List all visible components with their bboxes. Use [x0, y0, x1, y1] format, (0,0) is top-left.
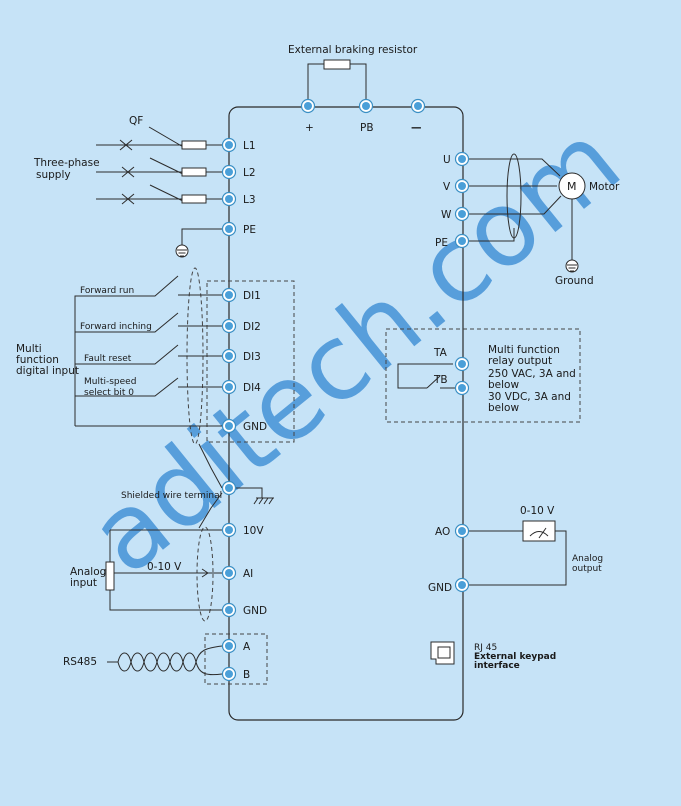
chassis-ground-icon: [253, 497, 274, 505]
terminal-tb: [454, 380, 470, 396]
relay-text-2: relay output: [488, 355, 552, 367]
forward-run-label: Forward run: [80, 286, 134, 296]
terminal-l2: [221, 164, 237, 180]
tb-label: TB: [433, 374, 448, 386]
drive-outline: [228, 106, 464, 721]
terminal-plus: [300, 98, 316, 114]
di4-label: DI4: [243, 382, 261, 394]
rs485-label: RS485: [63, 656, 97, 668]
three-phase-label-2: supply: [36, 169, 71, 181]
terminal-w: [454, 206, 470, 222]
terminal-minus: [410, 98, 426, 114]
terminal-b: [221, 666, 237, 682]
terminal-gnd-right: [454, 577, 470, 593]
braking-resistor-label: External braking resistor: [288, 44, 418, 56]
l3-label: L3: [243, 194, 256, 206]
rj45-port-icon: [430, 641, 455, 665]
terminal-di1: [221, 287, 237, 303]
analog-output-label-2: output: [572, 564, 602, 574]
pe-left-label: PE: [243, 224, 256, 236]
terminal-pe-left: [221, 221, 237, 237]
terminal-u: [454, 151, 470, 167]
di3-label: DI3: [243, 351, 261, 363]
a-label: A: [243, 641, 251, 653]
rj45-label-3: interface: [474, 661, 520, 671]
pe-right-label: PE: [435, 237, 448, 249]
plus-label: +: [305, 122, 314, 134]
terminal-ai: [221, 565, 237, 581]
analog-output-label-1: Analog: [572, 554, 603, 564]
motor-ground-icon: [565, 259, 579, 273]
analog-input-label-2: input: [70, 577, 97, 589]
digital-input-label-2: function: [16, 354, 59, 366]
zero-ten-left-label: 0-10 V: [147, 561, 182, 573]
rj45-label-1: RJ 45: [474, 643, 497, 653]
fault-reset-label: Fault reset: [84, 354, 132, 364]
w-label: W: [441, 209, 452, 221]
terminal-shield: [221, 480, 237, 496]
terminal-gnd2: [221, 602, 237, 618]
zero-ten-right-label: 0-10 V: [520, 505, 555, 517]
terminal-pb: [358, 98, 374, 114]
u-label: U: [443, 154, 451, 166]
ground-icon: [175, 244, 189, 258]
gnd2-label: GND: [243, 605, 267, 617]
multi-speed-label-2: select bit 0: [84, 388, 134, 398]
pb-label: PB: [360, 122, 374, 134]
terminals: [221, 98, 470, 682]
relay-text-6: below: [488, 402, 519, 414]
terminal-10v: [221, 522, 237, 538]
terminal-di4: [221, 379, 237, 395]
terminal-a: [221, 638, 237, 654]
l2-label: L2: [243, 167, 256, 179]
forward-inching-label: Forward inching: [80, 322, 152, 332]
ai-label: AI: [243, 568, 253, 580]
qf-label: QF: [129, 115, 143, 127]
motor-symbol-label: M: [567, 180, 577, 193]
terminal-ao: [454, 523, 470, 539]
gnd-label: GND: [243, 421, 267, 433]
ta-label: TA: [433, 347, 448, 359]
gnd-right-label: GND: [428, 582, 452, 594]
terminal-pe-right: [454, 233, 470, 249]
l1-label: L1: [243, 140, 256, 152]
motor-label: Motor: [589, 181, 620, 193]
relay-text-1: Multi function: [488, 344, 560, 356]
relay-text-5: 30 VDC, 3A and: [488, 391, 571, 403]
braking-resistor: [323, 59, 351, 70]
v-label: V: [443, 181, 451, 193]
ground-label: Ground: [555, 275, 594, 287]
terminal-ta: [454, 356, 470, 372]
terminal-di2: [221, 318, 237, 334]
three-phase-label-1: Three-phase: [33, 157, 100, 169]
multi-speed-label-1: Multi-speed: [84, 377, 136, 387]
terminal-v: [454, 178, 470, 194]
digital-input-label-1: Multi: [16, 343, 42, 355]
shielded-label: Shielded wire terminal: [121, 491, 222, 501]
terminal-di3: [221, 348, 237, 364]
terminal-l1: [221, 137, 237, 153]
di1-label: DI1: [243, 290, 261, 302]
digital-input-label-3: digital input: [16, 365, 79, 377]
di2-label: DI2: [243, 321, 261, 333]
relay-text-4: below: [488, 379, 519, 391]
b-label: B: [243, 669, 250, 681]
terminal-l3: [221, 191, 237, 207]
rj45-label-2: External keypad: [474, 652, 556, 662]
analog-input-label-1: Analog: [70, 566, 106, 578]
minus-label: —: [411, 122, 422, 134]
terminal-gnd: [221, 418, 237, 434]
ao-label: AO: [435, 526, 450, 538]
ten-v-label: 10V: [243, 525, 264, 537]
potentiometer: [105, 561, 115, 591]
relay-text-3: 250 VAC, 3A and: [488, 368, 576, 380]
